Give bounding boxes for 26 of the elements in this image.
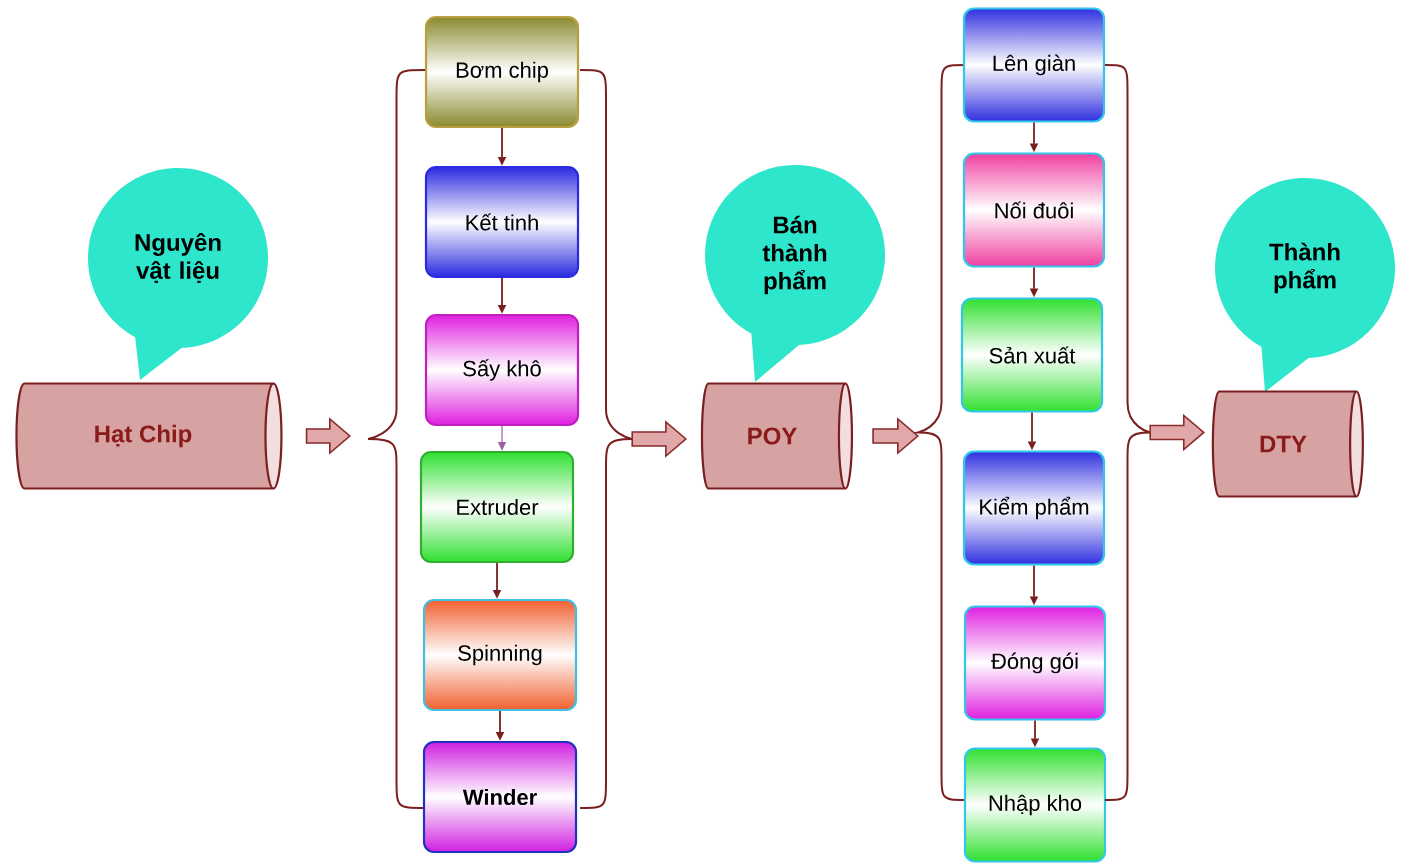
brace <box>917 64 966 801</box>
process-box: Bơm chip <box>424 15 580 129</box>
process-box: Sản xuất <box>960 297 1104 413</box>
block-arrow <box>305 417 352 455</box>
process-box: Đóng gói <box>963 605 1107 721</box>
speech-bubble: Nguyên vật liệu <box>88 168 268 380</box>
process-box: Sấy khô <box>424 313 580 427</box>
process-box: Extruder <box>419 450 575 564</box>
process-box: Winder <box>422 740 578 854</box>
cylinder: Hạt Chip <box>15 382 283 490</box>
cylinder: DTY <box>1211 390 1364 498</box>
cylinder: POY <box>700 382 854 490</box>
process-box: Lên giàn <box>962 7 1106 123</box>
process-box: Kết tinh <box>424 165 580 279</box>
process-box: Spinning <box>422 598 578 712</box>
speech-bubble: Bán thành phẩm <box>705 165 885 382</box>
block-arrow <box>1149 413 1205 452</box>
process-box: Nhập kho <box>963 747 1107 863</box>
block-arrow <box>872 417 920 455</box>
brace <box>1104 64 1151 801</box>
block-arrow <box>631 420 688 458</box>
speech-bubble: Thành phẩm <box>1215 178 1395 392</box>
process-box: Nối đuôi <box>962 152 1106 268</box>
brace <box>367 69 426 809</box>
process-box: Kiểm phẩm <box>962 450 1106 566</box>
brace <box>579 69 633 809</box>
